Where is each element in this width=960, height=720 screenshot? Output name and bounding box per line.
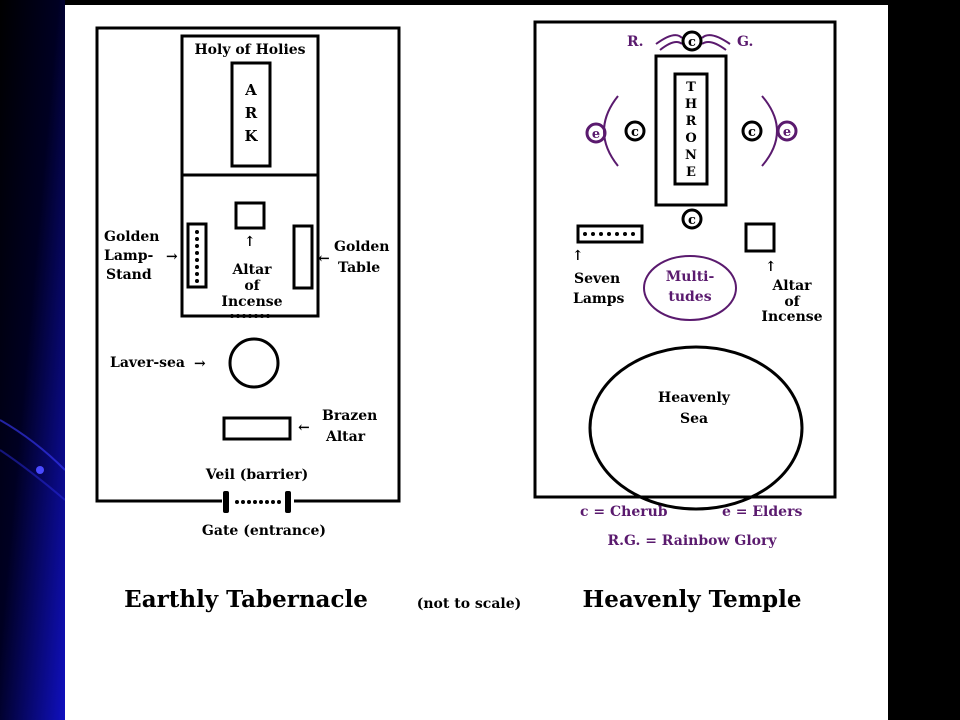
seven-lamps-label-1: Seven: [574, 271, 620, 287]
svg-text:c: c: [688, 213, 696, 228]
decorative-swoosh-2: [0, 449, 66, 501]
temple-altar-arrow: ↑: [765, 259, 777, 275]
svg-text:e: e: [783, 125, 791, 140]
temple-altar-box: [744, 222, 776, 253]
decorative-dot: [36, 466, 44, 474]
brazen-altar-box: [222, 416, 292, 441]
gate-post-right: [285, 491, 291, 513]
tabernacle-title: Earthly Tabernacle: [124, 586, 368, 613]
cherub-top: c: [681, 30, 703, 52]
veil-label: Veil (barrier): [205, 467, 308, 483]
rainbow-arc-left-outer: [655, 34, 683, 45]
multitudes-ellipse: [643, 255, 737, 321]
seven-lamps-box: [576, 224, 644, 244]
rainbow-arc-right-outer: [701, 34, 731, 45]
svg-text:e: e: [592, 127, 600, 142]
left-blue-band: [0, 0, 65, 720]
gate-label: Gate (entrance): [202, 523, 326, 539]
multitudes-label-2: tudes: [668, 289, 711, 305]
temple-outer-box: [533, 20, 837, 499]
laver-label: Laver-sea: [110, 355, 185, 371]
gate-dots: [235, 500, 281, 504]
rainbow-arc-left-inner: [659, 41, 683, 51]
table-label-2: Table: [338, 260, 380, 276]
veil-dots: [230, 314, 270, 318]
throne-letter-6: E: [686, 165, 696, 180]
gate-gap: [222, 495, 294, 507]
ark-letter-1: A: [244, 81, 257, 99]
rainbow-r-label: R.: [627, 34, 644, 50]
laver-circle: [228, 337, 280, 389]
lampstand-box: [186, 222, 208, 289]
ark-box: [230, 61, 272, 168]
throne-outer-box: [654, 54, 728, 207]
throne-letter-4: O: [685, 131, 696, 146]
altar-label-1: Altar: [231, 262, 272, 278]
seven-lamps-dots: [583, 232, 635, 236]
throne-letter-3: R: [686, 114, 697, 129]
lampstand-label-2: Lamp-: [104, 248, 154, 264]
heavenly-sea-label-1: Heavenly: [658, 390, 731, 406]
elder-left: e: [585, 122, 607, 144]
cherub-left: c: [624, 120, 646, 142]
throne-letter-1: T: [686, 80, 696, 95]
temple-altar-label-1: Altar: [771, 278, 812, 294]
svg-text:c: c: [688, 35, 696, 50]
heavenly-sea-ellipse: [588, 345, 804, 511]
lampstand-label-3: Stand: [106, 267, 152, 283]
not-to-scale-note: (not to scale): [417, 596, 522, 612]
svg-text:c: c: [748, 125, 756, 140]
throne-letter-5: N: [685, 148, 697, 163]
rainbow-g-label: G.: [737, 34, 753, 50]
lampstand-label-1: Golden: [104, 229, 160, 245]
holy-of-holies-label: Holy of Holies: [194, 42, 305, 58]
svg-text:c: c: [631, 125, 639, 140]
table-label-1: Golden: [334, 239, 390, 255]
temple-altar-label-2: of: [784, 294, 800, 310]
legend-rainbow-glory: R.G. = Rainbow Glory: [607, 533, 777, 549]
decorative-swoosh: [0, 419, 66, 471]
lampstand-arrow: →: [166, 249, 178, 265]
brazen-altar-label-1: Brazen: [322, 408, 377, 424]
ark-letter-2: R: [245, 104, 258, 122]
temple-altar-label-3: Incense: [761, 309, 822, 325]
cherub-right: c: [741, 120, 763, 142]
seven-lamps-label-2: Lamps: [573, 291, 625, 307]
temple-title: Heavenly Temple: [583, 586, 802, 613]
gate-post-left: [223, 491, 229, 513]
golden-table-box: [292, 224, 314, 290]
throne-letter-2: H: [685, 97, 697, 112]
legend-cherub: c = Cherub: [580, 504, 668, 520]
altar-of-incense-box: [234, 201, 266, 230]
cherub-bottom: c: [681, 208, 703, 230]
altar-arrow: ↑: [244, 234, 256, 250]
rainbow-arc-right-inner: [701, 41, 727, 51]
laver-arrow: →: [194, 356, 206, 372]
diagram-paper: [65, 5, 888, 720]
throne-inner-box: [673, 72, 709, 186]
brazen-altar-arrow: ←: [298, 420, 310, 436]
heavenly-sea-label-2: Sea: [680, 411, 708, 427]
table-arrow: ←: [318, 251, 330, 267]
altar-label-2: of: [244, 278, 260, 294]
altar-label-3: Incense: [221, 294, 282, 310]
lampstand-dots: [195, 230, 199, 283]
legend-elders: e = Elders: [722, 504, 802, 520]
heavenly-temple: [533, 20, 837, 511]
brazen-altar-label-2: Altar: [325, 429, 366, 445]
seven-lamps-arrow: ↑: [572, 248, 584, 264]
ark-letter-3: K: [244, 127, 258, 145]
multitudes-label-1: Multi-: [666, 269, 715, 285]
elder-right: e: [776, 120, 798, 142]
